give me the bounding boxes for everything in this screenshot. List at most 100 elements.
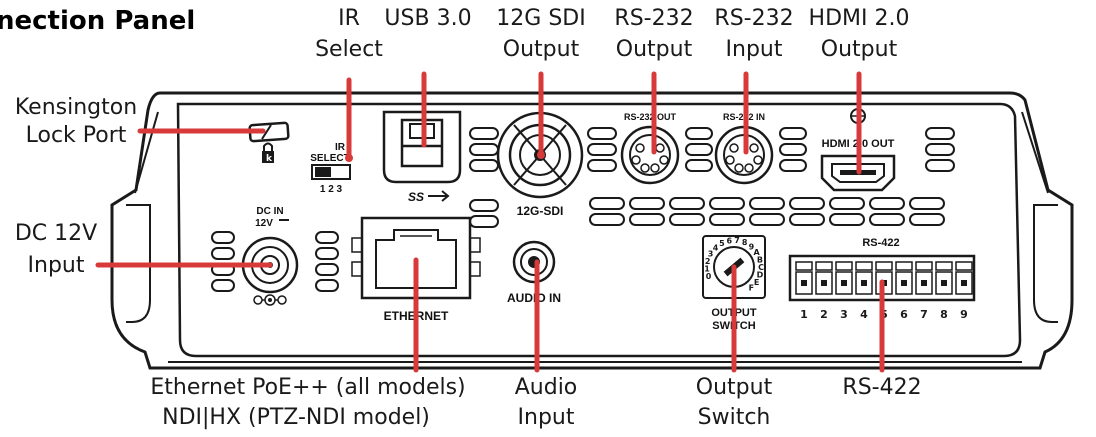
dial-label: 0 — [706, 272, 712, 281]
vent-slot — [315, 263, 339, 276]
pin-socket — [955, 271, 973, 295]
svg-text:1 2 3: 1 2 3 — [320, 184, 343, 195]
vent-slot — [587, 127, 617, 140]
vent-slot — [211, 279, 235, 292]
callout-kensington-1: Kensington — [15, 95, 137, 120]
vent-slot — [669, 213, 705, 226]
rs232-out-port[interactable]: RS-232 OUT — [620, 112, 680, 185]
dc-in-jack[interactable]: DC IN 12V — [241, 206, 299, 306]
vent-slot — [685, 127, 713, 140]
callout-rs232-out-1: RS-232 — [614, 6, 693, 31]
callout-ethernet-1: Ethernet PoE++ (all models) — [150, 375, 465, 400]
vent-slot — [629, 197, 665, 210]
svg-text:RS-422: RS-422 — [862, 237, 899, 249]
vent-slot — [587, 159, 617, 172]
pin-screw — [961, 280, 967, 286]
svg-text:SS: SS — [408, 190, 424, 204]
kensington-lock-port: k — [248, 121, 290, 164]
vent-slot — [315, 247, 339, 260]
diagram-title: nection Panel — [0, 6, 195, 36]
callout-rs422: RS-422 — [842, 375, 921, 400]
vent-slot — [469, 199, 499, 212]
vent-slot — [211, 231, 235, 244]
pin-clip — [935, 261, 953, 271]
pin-number: 7 — [920, 308, 928, 321]
dial-label: A — [753, 248, 760, 257]
callout-rs232-out-2: Output — [616, 37, 693, 62]
callout-ethernet-2: NDI|HX (PTZ-NDI model) — [162, 405, 430, 430]
vent-slot — [749, 197, 785, 210]
vent-slot — [469, 143, 499, 156]
dial-label: 1 — [704, 265, 710, 274]
callout-rs232-in-2: Input — [726, 37, 783, 62]
pin-socket — [915, 271, 933, 295]
pin-socket — [835, 271, 853, 295]
vent-slot — [315, 231, 339, 244]
vent-slot — [469, 215, 499, 228]
vent-slot — [829, 197, 865, 210]
dial-label: 4 — [713, 243, 719, 252]
vent-slot — [829, 213, 865, 226]
dial-label: 9 — [749, 242, 755, 251]
pin-socket — [795, 271, 813, 295]
dial-label: 7 — [734, 236, 740, 245]
vent-slot — [469, 127, 499, 140]
pin-screw — [921, 280, 927, 286]
vent-slot — [589, 213, 625, 226]
svg-text:12V: 12V — [255, 218, 273, 229]
mini-din-pins — [631, 143, 669, 173]
svg-text:12G-SDI: 12G-SDI — [517, 204, 564, 218]
svg-text:k: k — [266, 154, 273, 164]
callout-output-switch-2: Switch — [698, 405, 771, 430]
dial-label: D — [757, 271, 764, 280]
pin-screw — [901, 280, 907, 286]
vent-slot — [589, 197, 625, 210]
dial-label: E — [754, 278, 759, 287]
pin-clip — [895, 261, 913, 271]
vent-slot — [469, 159, 499, 172]
callout-labels: IR Select USB 3.0 12G SDI Output RS-232 … — [15, 6, 922, 430]
usb-trident-icon — [428, 190, 450, 202]
pin-clip — [875, 261, 893, 271]
vent-slot — [709, 197, 745, 210]
dial-label: F — [749, 284, 754, 293]
ir-select-switch[interactable]: IR SELECT 1 2 3 — [310, 142, 351, 195]
vent-slot — [779, 159, 807, 172]
audio-in-jack[interactable]: AUDIO IN — [507, 240, 561, 305]
pin-clip — [835, 261, 853, 271]
dial-label: 3 — [708, 250, 714, 259]
vent-slot — [869, 197, 905, 210]
pin-screw — [821, 280, 827, 286]
callout-hdmi-2: Output — [821, 37, 898, 62]
pin-number: 3 — [840, 308, 848, 321]
vent-slot — [779, 127, 807, 140]
callout-lines — [95, 71, 885, 373]
vent-slot — [925, 127, 955, 140]
callout-rs232-in-1: RS-232 — [714, 6, 793, 31]
mini-din-pins — [725, 143, 763, 173]
vent-slot — [685, 143, 713, 156]
vent-slot — [749, 213, 785, 226]
callout-output-switch-1: Output — [696, 375, 773, 400]
pin-number: 4 — [860, 308, 868, 321]
pin-socket — [855, 271, 873, 295]
vent-slot — [925, 143, 955, 156]
pin-socket — [815, 271, 833, 295]
callout-audio-2: Input — [518, 405, 575, 430]
dial-label: 8 — [742, 238, 748, 247]
callout-kensington-2: Lock Port — [26, 123, 127, 148]
pin-number: 2 — [820, 308, 828, 321]
pin-socket — [895, 271, 913, 295]
vent-slot — [685, 159, 713, 172]
callout-sdi-2: Output — [503, 37, 580, 62]
svg-text:AUDIO IN: AUDIO IN — [507, 291, 561, 305]
camera-chassis — [110, 91, 1074, 370]
pin-socket — [935, 271, 953, 295]
callout-audio-1: Audio — [515, 375, 578, 400]
callout-dc-1: DC 12V — [15, 221, 97, 246]
pin-number: 8 — [940, 308, 948, 321]
pin-clip — [855, 261, 873, 271]
